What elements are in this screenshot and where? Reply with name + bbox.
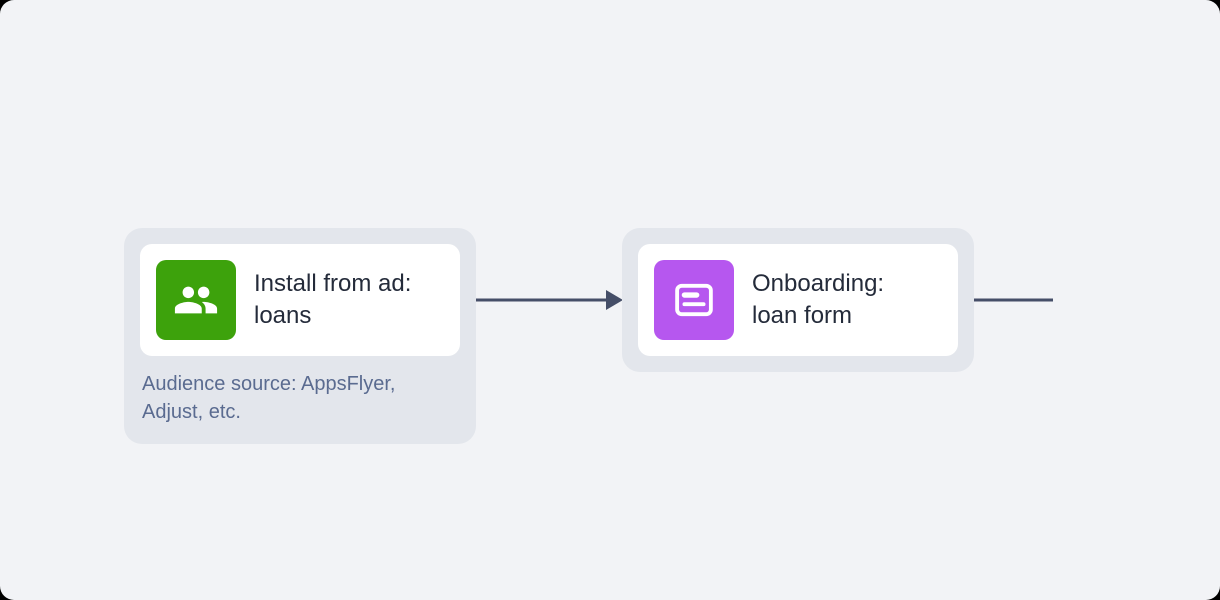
node-card[interactable]: Install from ad: loans [140, 244, 460, 356]
node-card[interactable]: Onboarding: loan form [638, 244, 958, 356]
node-onboarding-loan-form[interactable]: Onboarding: loan form [622, 228, 974, 372]
node-title: Install from ad: loans [254, 270, 412, 329]
node-install-from-ad[interactable]: Install from ad: loans Audience source: … [124, 228, 476, 444]
form-icon [654, 260, 734, 340]
connector-arrowhead [606, 290, 623, 310]
node-caption: Audience source: AppsFlyer, Adjust, etc. [142, 373, 396, 423]
audience-icon [156, 260, 236, 340]
node-title: Onboarding: loan form [752, 270, 885, 329]
